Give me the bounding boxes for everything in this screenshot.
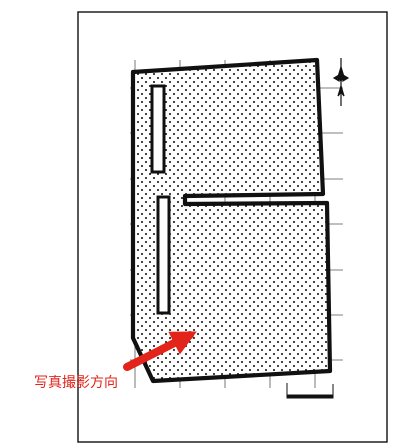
trench-lower (156, 195, 171, 315)
trench-upper (150, 84, 166, 174)
scale-bar-icon (286, 383, 334, 399)
north-arrow-icon (332, 58, 350, 106)
photo-direction-caption: 写真撮影方向 (34, 375, 118, 391)
photo-direction-arrow-icon (123, 331, 197, 371)
